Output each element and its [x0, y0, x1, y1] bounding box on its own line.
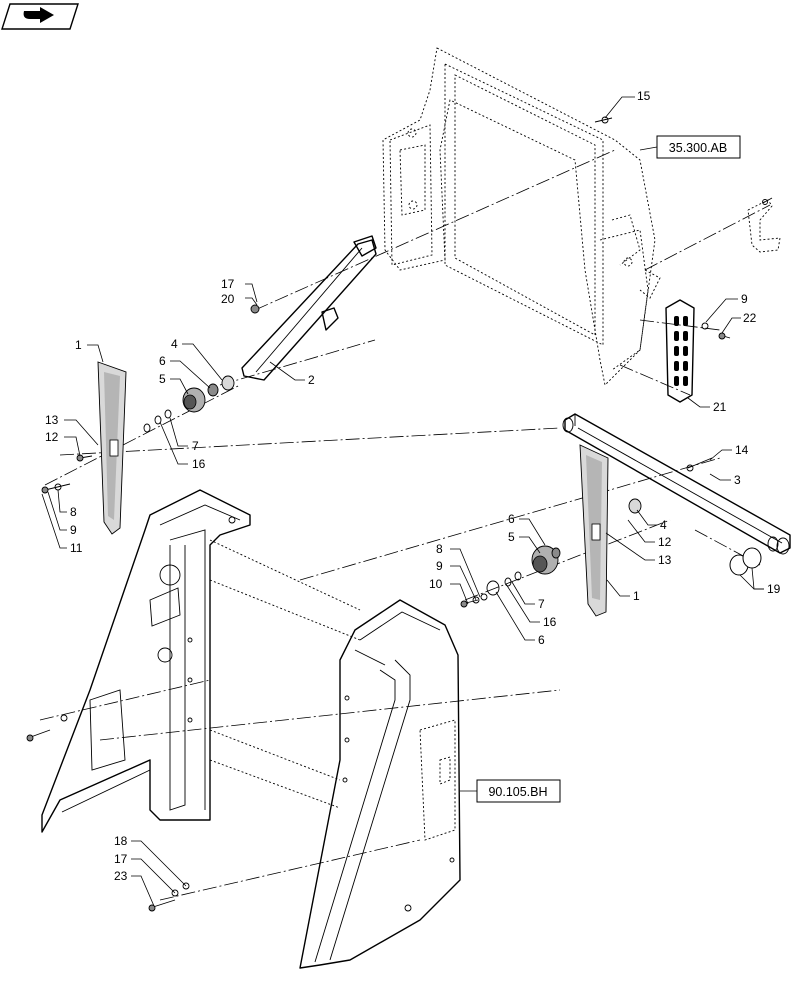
- callout-labels: 15 17 20 1 4 6 5 2 13 12 7 16 8 9 11 9 2…: [45, 89, 781, 883]
- right-mounting-plate: [579, 444, 609, 617]
- callout-20: 20: [221, 292, 235, 306]
- callout-6: 6: [538, 633, 545, 647]
- callout-13: 13: [45, 413, 59, 427]
- callout-5: 5: [508, 530, 515, 544]
- left-support-tower: [41, 489, 361, 833]
- callout-9: 9: [436, 559, 443, 573]
- reference-box-90-105-bh[interactable]: 90.105.BH: [476, 779, 561, 803]
- callout-23: 23: [114, 869, 128, 883]
- fasteners: [26, 116, 731, 912]
- callout-9: 9: [741, 292, 748, 306]
- callout-22: 22: [743, 311, 757, 325]
- callout-16: 16: [192, 457, 206, 471]
- callout-2: 2: [308, 373, 315, 387]
- callout-6: 6: [159, 354, 166, 368]
- leader-lines: [41, 96, 764, 907]
- callout-9: 9: [70, 523, 77, 537]
- callout-7: 7: [538, 597, 545, 611]
- callout-4: 4: [660, 518, 667, 532]
- callout-12: 12: [658, 535, 672, 549]
- cross-shaft: [562, 413, 791, 555]
- callout-1: 1: [75, 338, 82, 352]
- callout-12: 12: [45, 430, 59, 444]
- callout-19: 19: [767, 582, 781, 596]
- callout-16: 16: [543, 615, 557, 629]
- isolator-stack-upper: [143, 375, 235, 433]
- callout-3: 3: [734, 473, 741, 487]
- vented-plate: [665, 299, 695, 403]
- callout-15: 15: [637, 89, 651, 103]
- callout-8: 8: [436, 542, 443, 556]
- hose-clamp-bracket: [747, 197, 781, 253]
- upper-bracket-arm: [241, 235, 377, 381]
- next-page-arrow-icon[interactable]: [1, 3, 79, 30]
- callout-6: 6: [508, 512, 515, 526]
- cooler-frame: [382, 47, 661, 386]
- reference-box-35-300-ab[interactable]: 35.300.AB: [656, 135, 741, 159]
- callout-8: 8: [70, 505, 77, 519]
- callout-7: 7: [192, 439, 199, 453]
- callout-13: 13: [658, 553, 672, 567]
- callout-17: 17: [114, 852, 128, 866]
- callout-17: 17: [221, 277, 235, 291]
- left-mounting-plate: [97, 361, 127, 535]
- callout-21: 21: [713, 400, 727, 414]
- callout-14: 14: [735, 443, 749, 457]
- callout-4: 4: [171, 337, 178, 351]
- callout-5: 5: [159, 372, 166, 386]
- washers-19: [729, 547, 762, 576]
- reference-label: 35.300.AB: [669, 141, 727, 155]
- isolator-stack-right: [486, 498, 642, 596]
- callout-1: 1: [633, 589, 640, 603]
- callout-18: 18: [114, 834, 128, 848]
- right-support-panel: [299, 599, 461, 969]
- callout-10: 10: [429, 577, 443, 591]
- callout-11: 11: [70, 541, 83, 555]
- reference-label: 90.105.BH: [488, 785, 547, 799]
